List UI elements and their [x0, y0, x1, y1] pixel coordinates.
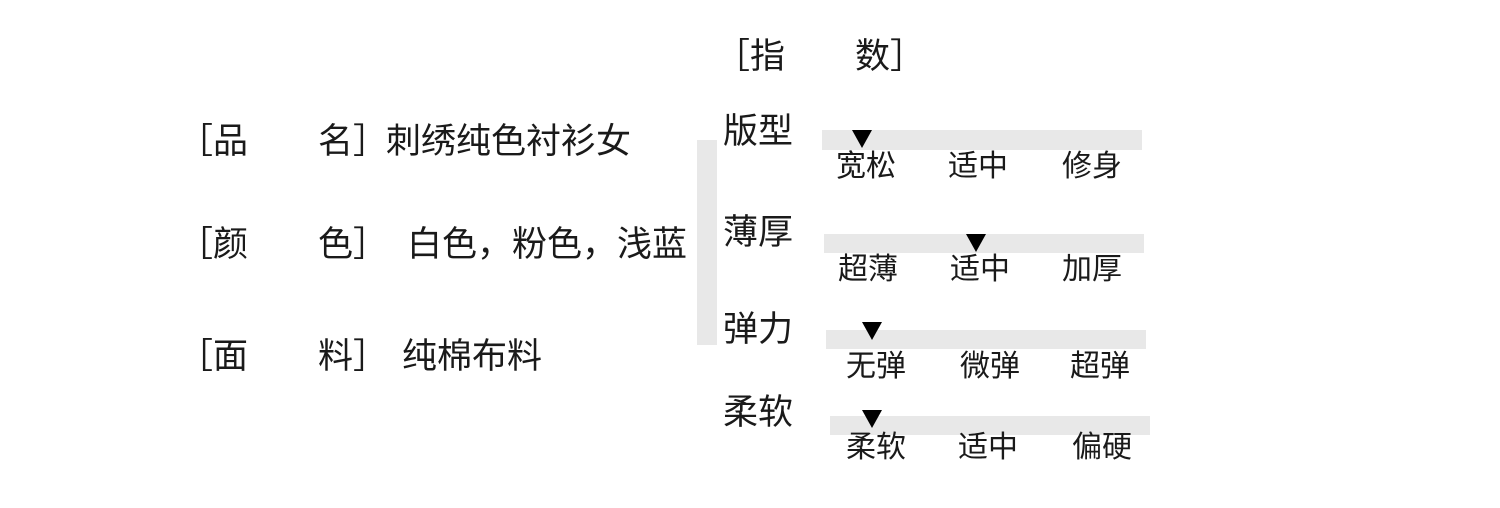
scale-name-softness: 柔软	[723, 393, 794, 433]
product-name-value: 刺绣纯色衬衫女	[386, 122, 632, 162]
product-fabric-value: 纯棉布料	[402, 337, 543, 377]
scale-name-fit: 版型	[723, 112, 794, 152]
scale-option: 偏硬	[1072, 430, 1132, 465]
scale-track	[822, 130, 1142, 150]
scale-name-elasticity: 弹力	[723, 310, 794, 350]
scale-thickness: 超薄 适中 加厚	[824, 234, 1144, 294]
vertical-divider	[697, 140, 717, 345]
level-marker-icon	[852, 130, 872, 148]
scale-option: 无弹	[846, 349, 906, 384]
product-color-row: ［颜 色］ 白色，粉色，浅蓝	[0, 228, 700, 263]
product-fabric-row: ［面 料］ 纯棉布料	[0, 340, 700, 375]
index-title: ［指 数］	[715, 37, 926, 77]
product-color-value: 白色，粉色，浅蓝	[407, 225, 688, 265]
scale-elasticity: 无弹 微弹 超弹	[826, 322, 1146, 390]
product-fabric-label: ［面 料］	[178, 337, 389, 377]
level-marker-icon	[862, 322, 882, 340]
scale-option: 适中	[958, 430, 1018, 465]
scale-option: 超薄	[838, 252, 898, 287]
product-name-label: ［品 名］	[178, 122, 389, 162]
product-color-label: ［颜 色］	[178, 225, 389, 265]
level-marker-icon	[966, 234, 986, 252]
scale-option: 加厚	[1062, 252, 1122, 287]
scale-option: 宽松	[836, 149, 896, 184]
product-name-row: ［品 名］ 刺绣纯色衬衫女	[0, 125, 700, 160]
level-marker-icon	[862, 410, 882, 428]
scale-track	[826, 330, 1146, 349]
scale-option: 柔软	[846, 430, 906, 465]
scale-option: 适中	[948, 149, 1008, 184]
scale-name-thickness: 薄厚	[723, 213, 794, 253]
scale-option: 适中	[950, 252, 1010, 287]
scale-option: 修身	[1062, 149, 1122, 184]
scale-track	[830, 416, 1150, 435]
scale-option: 微弹	[960, 349, 1020, 384]
scale-option: 超弹	[1070, 349, 1130, 384]
scale-fit: 宽松 适中 修身	[822, 130, 1142, 190]
scale-softness: 柔软 适中 偏硬	[830, 410, 1150, 476]
